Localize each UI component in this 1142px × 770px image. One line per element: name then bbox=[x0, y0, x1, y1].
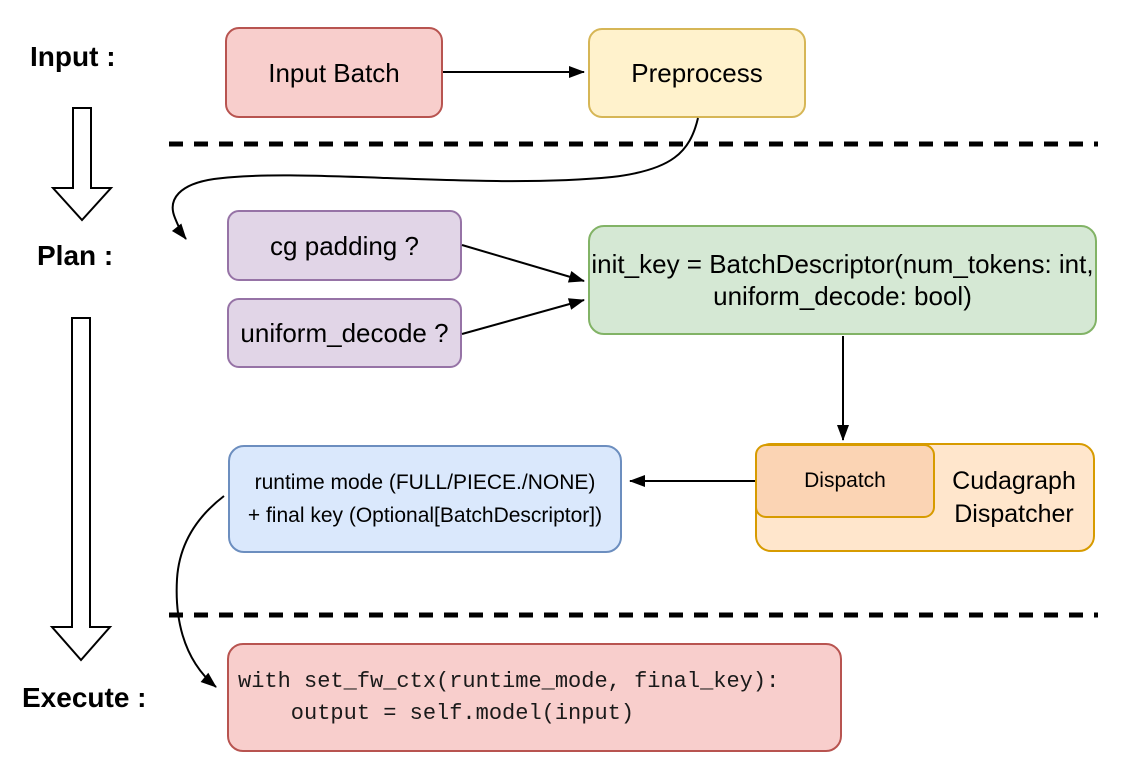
node-dispatch-label: Dispatch bbox=[804, 469, 886, 492]
hollow-arrow-plan-to-execute bbox=[49, 317, 113, 662]
node-uniform-decode: uniform_decode ? bbox=[227, 298, 462, 368]
node-cg-padding-label: cg padding ? bbox=[270, 230, 419, 261]
arrow-uniform-decode-to-init-key bbox=[461, 298, 585, 335]
node-init-key-label: init_key = BatchDescriptor(num_tokens: i… bbox=[591, 249, 1094, 311]
node-init-key: init_key = BatchDescriptor(num_tokens: i… bbox=[588, 225, 1097, 335]
node-cudagraph-dispatcher-label: Cudagraph Dispatcher bbox=[952, 466, 1076, 528]
node-execute-code: with set_fw_ctx(runtime_mode, final_key)… bbox=[227, 643, 842, 752]
node-input-batch: Input Batch bbox=[225, 27, 443, 118]
node-runtime-mode-final-key: runtime mode (FULL/PIECE./NONE) + final … bbox=[228, 445, 622, 553]
node-cg-padding: cg padding ? bbox=[227, 210, 462, 281]
node-input-batch-label: Input Batch bbox=[268, 57, 400, 88]
node-uniform-decode-label: uniform_decode ? bbox=[240, 318, 449, 348]
stage-label-execute: Execute : bbox=[22, 682, 147, 713]
node-preprocess: Preprocess bbox=[588, 28, 806, 118]
stage-label-plan: Plan : bbox=[37, 240, 114, 271]
node-dispatch: Dispatch bbox=[755, 444, 935, 518]
hollow-arrow-input-to-plan bbox=[50, 107, 114, 222]
stage-label-input: Input : bbox=[30, 41, 116, 72]
node-execute-code-text: with set_fw_ctx(runtime_mode, final_key)… bbox=[238, 668, 780, 726]
node-runtime-mode-label: runtime mode (FULL/PIECE./NONE) + final … bbox=[247, 471, 603, 527]
node-preprocess-label: Preprocess bbox=[631, 58, 763, 88]
arrow-runtime-mode-to-execute-code bbox=[175, 495, 225, 688]
arrow-cg-padding-to-init-key bbox=[461, 244, 585, 283]
